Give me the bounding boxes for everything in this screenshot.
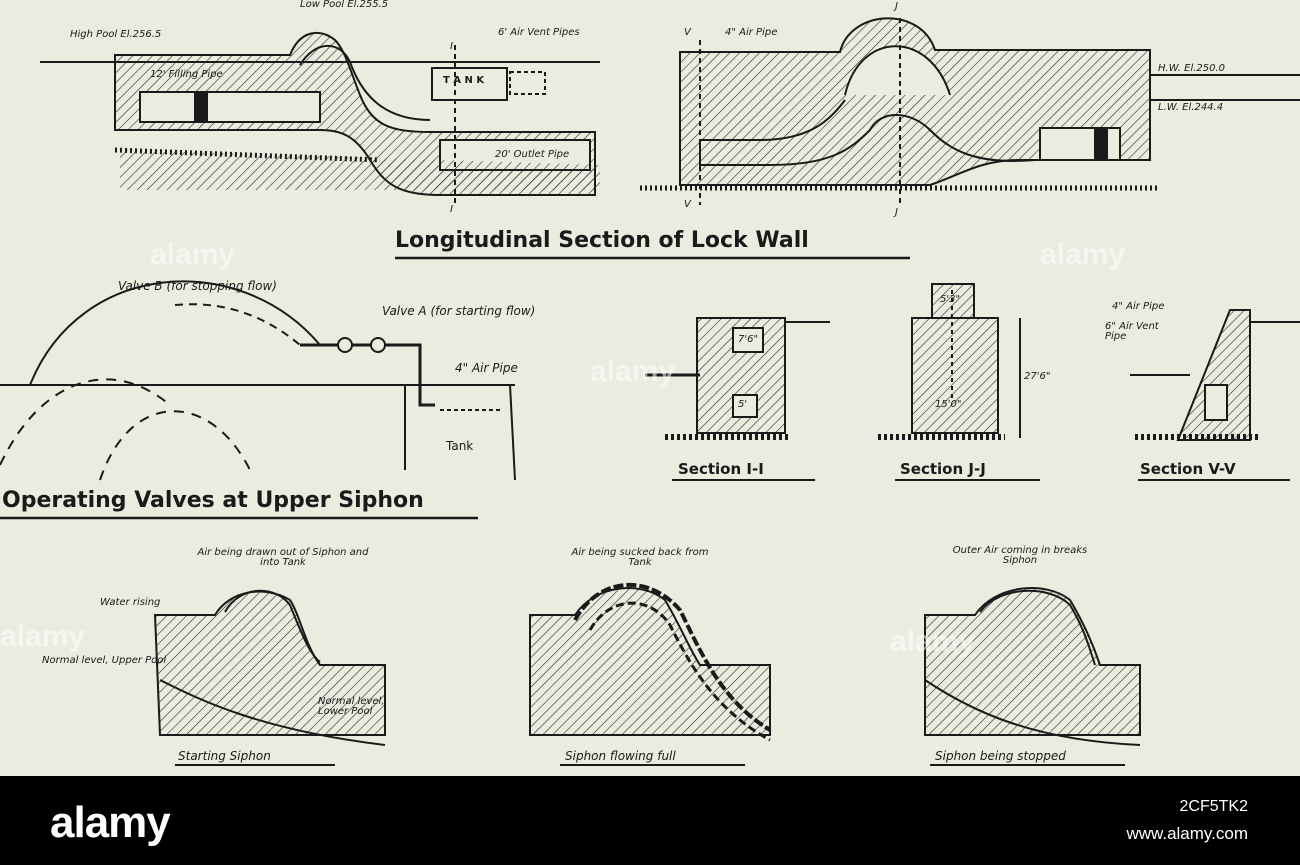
title-longitudinal-section: Longitudinal Section of Lock Wall [395, 228, 809, 253]
valve-gate-right [1094, 127, 1108, 161]
caption-starting-siphon: Starting Siphon [178, 749, 271, 763]
caption-section-i: Section I-I [678, 460, 764, 478]
section-i-pipe [732, 394, 758, 418]
ground-edge [509, 384, 516, 481]
label-air-pipe-section-v: 4" Air Pipe [1112, 301, 1165, 312]
label-tank-small: Tank [446, 439, 474, 453]
siphon-lower-dashed-mid [99, 410, 251, 481]
label-normal-lower: Normal level, Lower Pool [318, 696, 385, 717]
mark-section-j-bottom: J [895, 207, 898, 218]
stage-starting-siphon [153, 589, 386, 746]
image-id: 2CF5TK2 [1179, 798, 1248, 815]
label-water-rising: Water rising [100, 597, 161, 608]
valve-a-body [370, 337, 386, 353]
siphon-arch-outer [29, 280, 321, 386]
site-url[interactable]: www.alamy.com [1126, 824, 1248, 843]
alamy-logo[interactable]: alamy [50, 798, 171, 847]
caption-section-v: Section V-V [1140, 460, 1236, 478]
label-air-vent-pipe: 6" Air Vent Pipe [1105, 321, 1159, 342]
section-v-pipe [1204, 384, 1228, 421]
label-air-sucked: Air being sucked back from Tank [571, 547, 709, 568]
label-valve-a: Valve A (for starting flow) [382, 304, 536, 318]
stage-siphon-flowing-full [529, 582, 772, 742]
watermark: alamy [1040, 238, 1126, 271]
label-dim-height: 27'6" [1024, 371, 1051, 382]
label-air-pipe-valves: 4" Air Pipe [455, 361, 518, 375]
watermark: alamy [890, 625, 976, 658]
label-hw-elevation: H.W. El.250.0 [1158, 63, 1226, 74]
mark-section-i-top: I [450, 41, 453, 52]
label-dim-tank: 7'6" [738, 334, 759, 345]
label-normal-upper: Normal level, Upper Pool [42, 655, 167, 666]
drawing-linework [0, 17, 1300, 766]
label-outlet-pipe: 20' Outlet Pipe [495, 149, 570, 160]
mark-section-j-top: J [895, 1, 898, 12]
tank-box [431, 67, 508, 101]
label-dim-width: 15'0" [935, 399, 962, 410]
label-dim-small: 5' [738, 399, 748, 410]
label-high-pool: High Pool El.256.5 [70, 29, 162, 40]
caption-section-j: Section J-J [900, 460, 986, 478]
valve-gate-left [194, 91, 208, 123]
section-i-tank [732, 327, 764, 353]
valve-b-body [337, 337, 353, 353]
vent-pipe-box [509, 71, 546, 95]
upper-siphon-pipe [299, 44, 431, 121]
label-valve-b: Valve B (for stopping flow) [118, 279, 277, 293]
title-operating-valves: Operating Valves at Upper Siphon [2, 488, 424, 513]
label-outer-air: Outer Air coming in breaks Siphon [952, 545, 1088, 566]
watermark: alamy [0, 620, 86, 653]
mark-section-v-top: V [684, 27, 691, 38]
label-tank: T A N K [443, 75, 485, 86]
stock-footer-bar [0, 776, 1300, 865]
watermark: alamy [150, 238, 236, 271]
caption-siphon-stopped: Siphon being stopped [935, 749, 1066, 763]
siphon-arch-dashed [174, 303, 301, 346]
mark-section-v-bottom: V [684, 199, 691, 210]
engineering-drawing-plate: Longitudinal Section of Lock Wall Operat… [0, 0, 1300, 776]
label-lw-elevation: L.W. El.244.4 [1158, 102, 1224, 113]
stage-siphon-being-stopped [924, 587, 1141, 746]
label-filling-pipe: 12' Filling Pipe [150, 69, 223, 80]
lower-siphon-crest [844, 45, 951, 96]
lower-wall-section [679, 17, 1151, 186]
watermark: alamy [590, 355, 676, 388]
mark-section-i-bottom: I [450, 204, 453, 215]
section-j-wall [911, 317, 999, 434]
label-low-pool: Low Pool El.255.5 [300, 0, 389, 10]
filling-pipe-opening [139, 91, 321, 123]
rock-foundation-left [114, 147, 381, 163]
lower-siphon-pipe [699, 99, 1036, 166]
label-air-vent-pipes: 6' Air Vent Pipes [498, 27, 580, 38]
label-dim-top: 5'3" [940, 294, 961, 305]
siphon-lower-dashed-left [0, 378, 171, 466]
caption-siphon-flowing: Siphon flowing full [565, 749, 676, 763]
label-air-drawn-out: Air being drawn out of Siphon and into T… [197, 547, 369, 568]
valve-air-pipe [300, 343, 435, 407]
label-air-pipe-top: 4" Air Pipe [725, 27, 778, 38]
